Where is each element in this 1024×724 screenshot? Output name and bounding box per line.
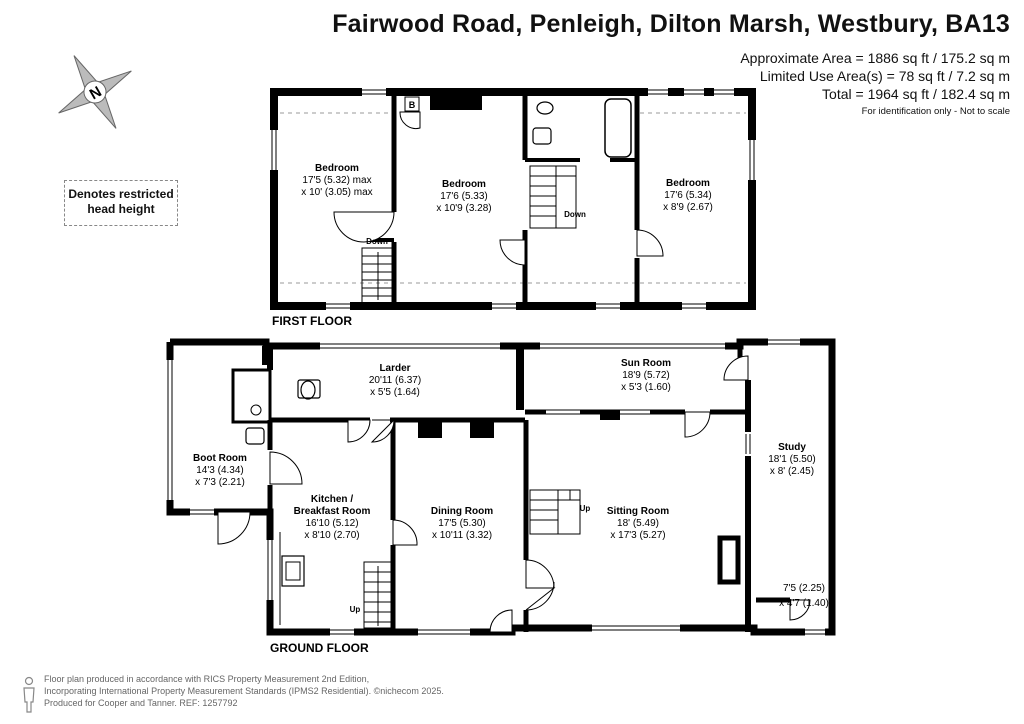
person-icon xyxy=(23,676,35,713)
ground-floor-label: GROUND FLOOR xyxy=(270,641,369,655)
ground-floor-plan xyxy=(166,338,836,636)
gf-dining-room-name: Dining Room xyxy=(431,506,493,517)
approximate-area: Approximate Area = 1886 sq ft / 175.2 sq… xyxy=(740,50,1010,66)
gf-stairs-up-kitchen: Up xyxy=(350,605,361,614)
boiler-label: B xyxy=(409,100,416,110)
ff-bedroom-1-name: Bedroom xyxy=(315,163,359,174)
gf-lobby-dim1: 7'5 (2.25) xyxy=(783,583,825,594)
gf-kitchen-dim2: x 8'10 (2.70) xyxy=(304,530,359,541)
property-address-title: Fairwood Road, Penleigh, Dilton Marsh, W… xyxy=(332,10,1010,38)
gf-boot-room-dim2: x 7'3 (2.21) xyxy=(195,477,245,488)
ff-stairs-down-right: Down xyxy=(564,210,586,219)
first-floor-label: FIRST FLOOR xyxy=(272,314,352,328)
legend-line-2: head height xyxy=(87,202,155,216)
compass-icon xyxy=(58,55,132,129)
gf-larder-name: Larder xyxy=(379,363,410,374)
gf-boot-room-dim1: 14'3 (4.34) xyxy=(196,465,244,476)
gf-kitchen-name: Kitchen / xyxy=(311,494,353,505)
first-floor-plan xyxy=(270,88,756,310)
gf-sitting-room-name: Sitting Room xyxy=(607,506,669,517)
ff-bedroom-3-dim2: x 8'9 (2.67) xyxy=(663,202,713,213)
gf-dining-room-dim1: 17'5 (5.30) xyxy=(438,518,486,529)
gf-sun-room-dim1: 18'9 (5.72) xyxy=(622,370,670,381)
gf-sun-room-dim2: x 5'3 (1.60) xyxy=(621,382,671,393)
gf-study-dim2: x 8' (2.45) xyxy=(770,466,814,477)
gf-study-name: Study xyxy=(778,442,806,453)
footer-line-2: Incorporating International Property Mea… xyxy=(44,686,444,696)
ff-bedroom-3-dim1: 17'6 (5.34) xyxy=(664,190,712,201)
gf-kitchen-name2: Breakfast Room xyxy=(294,506,371,517)
limited-use-area: Limited Use Area(s) = 78 sq ft / 7.2 sq … xyxy=(759,68,1010,84)
identification-note: For identification only - Not to scale xyxy=(861,106,1010,117)
gf-study-dim1: 18'1 (5.50) xyxy=(768,454,816,465)
gf-boot-room-name: Boot Room xyxy=(193,453,247,464)
footer-line-1: Floor plan produced in accordance with R… xyxy=(44,674,370,684)
gf-larder-dim2: x 5'5 (1.64) xyxy=(370,387,420,398)
ff-bedroom-1-dim2: x 10' (3.05) max xyxy=(301,187,372,198)
gf-dining-room-dim2: x 10'11 (3.32) xyxy=(432,530,492,541)
gf-larder-dim1: 20'11 (6.37) xyxy=(369,375,421,386)
gf-lobby-dim2: x 4'7 (1.40) xyxy=(779,598,829,609)
ff-bedroom-2-dim2: x 10'9 (3.28) xyxy=(436,203,491,214)
ff-bedroom-3-name: Bedroom xyxy=(666,178,710,189)
gf-sun-room-name: Sun Room xyxy=(621,358,671,369)
gf-kitchen-dim1: 16'10 (5.12) xyxy=(305,518,358,529)
total-area: Total = 1964 sq ft / 182.4 sq m xyxy=(822,86,1010,102)
gf-sitting-room-dim2: x 17'3 (5.27) xyxy=(610,530,665,541)
ff-bedroom-2-dim1: 17'6 (5.33) xyxy=(440,191,488,202)
ff-bedroom-1-dim1: 17'5 (5.32) max xyxy=(302,175,371,186)
footer-line-3: Produced for Cooper and Tanner. REF: 125… xyxy=(44,698,238,708)
ff-bedroom-2-name: Bedroom xyxy=(442,179,486,190)
ff-stairs-down-left: Down xyxy=(366,237,388,246)
restricted-head-height-legend: Denotes restricted head height xyxy=(64,180,178,226)
gf-stairs-up-sitting: Up xyxy=(580,504,591,513)
gf-sitting-room-dim1: 18' (5.49) xyxy=(617,518,659,529)
legend-line-1: Denotes restricted xyxy=(68,187,174,201)
